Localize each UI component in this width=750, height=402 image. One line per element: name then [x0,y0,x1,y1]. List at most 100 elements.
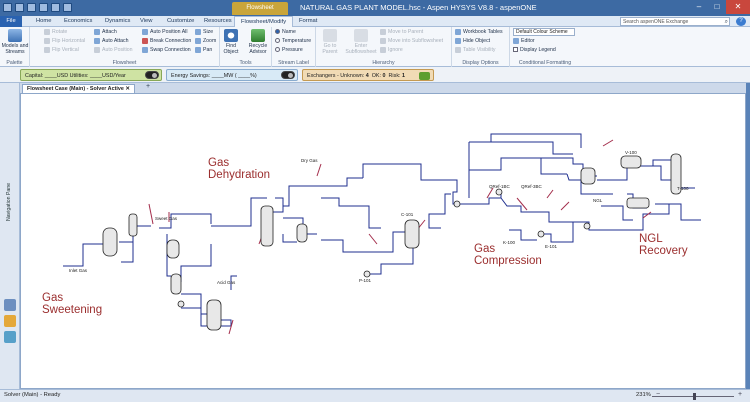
minimize-icon[interactable]: – [696,2,702,11]
swap-connection-button[interactable]: Swap Connection [142,46,191,54]
flowsheet-canvas[interactable]: Inlet Gas Acid Gas Dry Gas C-101 QRef-1B… [20,93,746,389]
find-object-button[interactable]: Find Object [218,29,244,55]
move-to-parent-button[interactable]: Move to Parent [380,28,423,36]
stream-line [282,234,297,243]
auto-position-button[interactable]: Auto Position [94,46,133,54]
move-to-parent-label: Move to Parent [388,29,424,35]
redo-icon[interactable] [39,3,48,12]
enter-subflowsheet-button[interactable]: Enter Subflowsheet [344,29,378,55]
valve [453,200,461,208]
flip-vertical-icon [44,46,50,53]
search-icon[interactable]: ⌕ [724,19,728,25]
energy-analysis-nav-icon[interactable] [4,331,16,343]
exchangers-box: Exchangers - Unknown: 4 OK: 0 Risk: 1 [302,69,434,81]
capital-toggle[interactable] [145,71,159,79]
tab-flowsheet-modify[interactable]: Flowsheet/Modify [234,16,294,27]
energy-toggle[interactable] [281,71,295,79]
auto-position-all-button[interactable]: Auto Position All [142,28,188,36]
tab-economics[interactable]: Economics [64,18,93,24]
navigation-pane-label[interactable]: Navigation Pane [6,182,12,221]
stream-label-group-label: Stream Label [278,60,309,66]
ribbon: Models and Streams Palette Rotate Flip H… [0,27,750,67]
group-hierarchy: Go to Parent Enter Subflowsheet Move to … [316,27,452,67]
zoom-button[interactable]: Zoom [195,37,216,45]
editor-icon [513,37,519,44]
stream-line [159,213,183,229]
pan-button[interactable]: Pan [195,46,212,54]
break-connection-label: Break Connection [150,38,192,44]
contactor-column [260,205,274,247]
move-into-subflowsheet-button[interactable]: Move into Subflowsheet [380,37,443,45]
sweet-gas-stream [211,197,267,227]
p-101-pump [363,270,371,278]
tab-home[interactable]: Home [36,18,52,24]
break-connection-button[interactable]: Break Connection [142,37,191,45]
properties-nav-icon[interactable] [4,299,16,311]
exchanger-details-icon[interactable] [419,72,430,80]
colour-scheme-select[interactable]: Default Colour Scheme [513,28,575,36]
simulation-nav-icon[interactable] [4,315,16,327]
help-icon[interactable]: ? [736,17,746,26]
dry-gas-label: Dry Gas [301,158,318,163]
undo-icon[interactable] [27,3,36,12]
new-tab-icon[interactable]: + [146,83,151,90]
tab-view[interactable]: View [140,18,153,24]
play-icon[interactable] [51,3,60,12]
p-101-label: P-101 [359,278,372,283]
flip-horizontal-button[interactable]: Flip Horizontal [44,37,85,45]
table-visibility-button[interactable]: Table Visibility [455,46,495,54]
t-100-label: T-100 [677,186,689,191]
auto-attach-icon [94,37,100,44]
stream-label-temperature-radio[interactable]: Temperature [275,37,311,45]
flash-drum [166,239,180,259]
regenerator-column [206,299,222,331]
zoom-slider-handle[interactable] [693,393,696,400]
energy-stream [546,189,554,199]
quick-access-toolbar [3,3,72,12]
stream-label-name-radio[interactable]: Name [275,28,296,36]
display-legend-label: Display Legend [520,47,556,53]
rotate-button[interactable]: Rotate [44,28,67,36]
tab-dynamics[interactable]: Dynamics [105,18,131,24]
go-to-parent-button[interactable]: Go to Parent [318,29,342,55]
flowsheet-case-tab-label: Flowsheet Case (Main) - Solver Active [27,86,124,92]
energy-stream [642,211,652,219]
tab-resources[interactable]: Resources [204,18,232,24]
save-icon[interactable] [15,3,24,12]
stream-label-pressure-radio[interactable]: Pressure [275,46,303,54]
flowsheet-case-tab[interactable]: Flowsheet Case (Main) - Solver Active ✕ [22,84,135,93]
tab-file[interactable]: File [0,16,22,27]
size-button[interactable]: Size [195,28,213,36]
display-legend-checkbox[interactable]: Display Legend [513,46,556,54]
tab-customize[interactable]: Customize [167,18,195,24]
e-101-label: E-101 [545,244,558,249]
tools-group-label: Tools [239,60,252,66]
go-to-parent-label: Go to Parent [322,43,338,55]
search-input[interactable]: Search aspenONE Exchange ⌕ [620,17,730,26]
stop-icon[interactable] [63,3,72,12]
models-and-streams-button[interactable]: Models and Streams [0,29,30,55]
dry-gas-stream [303,177,363,187]
palette-group-label: Palette [6,60,23,66]
zoom-in-icon[interactable]: + [738,391,743,398]
auto-attach-button[interactable]: Auto Attach [94,37,129,45]
stream-line [361,231,409,253]
workbook-tables-button[interactable]: Workbook Tables [455,28,503,36]
attach-button[interactable]: Attach [94,28,117,36]
flip-vertical-label: Flip Vertical [52,47,79,53]
flip-vertical-button[interactable]: Flip Vertical [44,46,79,54]
recycle-advisor-button[interactable]: Recycle Advisor [244,29,272,55]
gas-sweetening-label: Gas Sweetening [42,292,103,316]
tab-format[interactable]: Format [299,18,318,24]
stream-line [367,244,414,275]
close-icon[interactable]: ✕ [726,0,750,14]
maximize-icon[interactable]: □ [714,2,720,11]
hide-object-button[interactable]: Hide Object [455,37,490,45]
ignore-button[interactable]: Ignore [380,46,403,54]
process-flow-diagram: Inlet Gas Acid Gas Dry Gas C-101 QRef-1B… [63,133,701,335]
zoom-label: Zoom [203,38,217,44]
editor-button[interactable]: Editor [513,37,535,45]
app-icon[interactable] [3,3,12,12]
zoom-out-icon[interactable]: − [656,391,661,398]
energy-stream [560,201,570,211]
